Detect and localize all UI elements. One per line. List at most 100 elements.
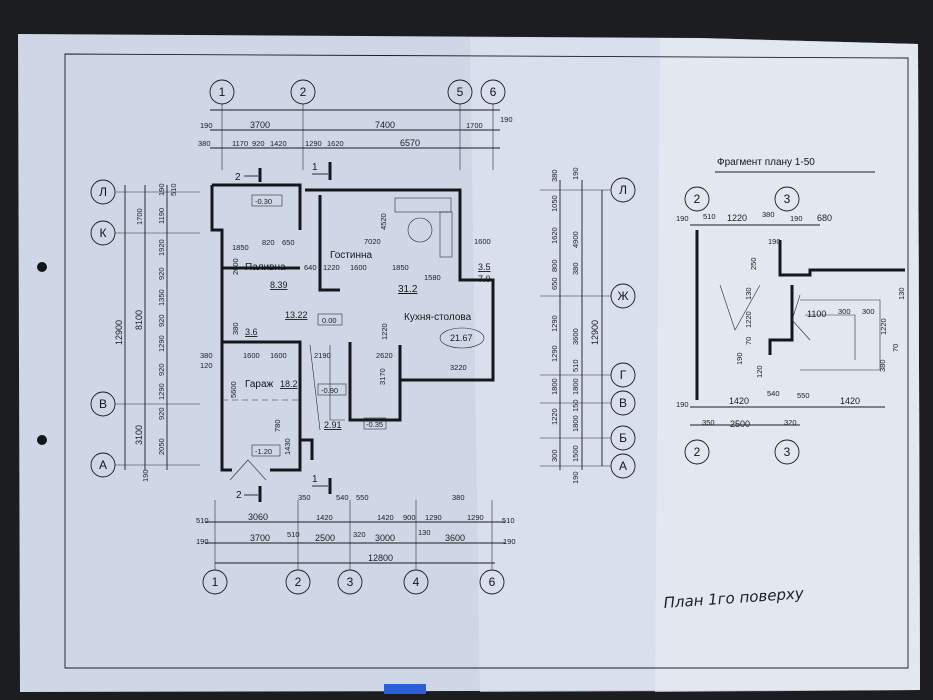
svg-text:920: 920 (157, 407, 166, 420)
svg-text:3000: 3000 (375, 533, 395, 543)
svg-text:3: 3 (347, 575, 354, 589)
svg-text:0.00: 0.00 (322, 316, 337, 325)
svg-text:920: 920 (157, 314, 166, 327)
axis-lines (115, 104, 611, 570)
room-garage-area: 18.2 (280, 379, 298, 389)
room-boiler: Паливна (245, 262, 286, 273)
room-living-area: 31.2 (398, 284, 418, 295)
svg-text:6: 6 (490, 85, 497, 99)
svg-text:1350: 1350 (157, 289, 166, 306)
porch-area: 3.5 (478, 262, 491, 272)
svg-text:1800: 1800 (571, 415, 580, 432)
room-kitchen-area: 21.67 (450, 333, 473, 343)
drawing-frame (64, 53, 909, 669)
svg-text:1600: 1600 (243, 351, 260, 360)
svg-text:380: 380 (550, 169, 559, 182)
svg-text:190: 190 (500, 115, 513, 124)
svg-text:1420: 1420 (270, 139, 287, 148)
svg-text:780: 780 (273, 419, 282, 432)
svg-text:3170: 3170 (378, 368, 387, 385)
svg-text:380: 380 (231, 322, 240, 335)
svg-text:12900: 12900 (114, 320, 124, 345)
svg-text:1420: 1420 (316, 513, 333, 522)
svg-text:В: В (619, 396, 627, 410)
svg-text:5600: 5600 (229, 381, 238, 398)
svg-text:-0.30: -0.30 (255, 197, 272, 206)
svg-text:Б: Б (619, 431, 627, 445)
room-kitchen: Кухня-столова (404, 312, 472, 323)
svg-text:130: 130 (744, 287, 753, 300)
svg-text:1420: 1420 (840, 396, 860, 406)
room-garage: Гараж (245, 379, 274, 390)
svg-text:920: 920 (157, 267, 166, 280)
svg-text:380: 380 (200, 351, 213, 360)
svg-text:2: 2 (295, 575, 302, 589)
svg-text:190: 190 (676, 214, 689, 223)
room-labels: Гостинна 31.2 Паливна 8.39 Кухня-столова… (245, 250, 491, 430)
svg-text:130: 130 (897, 287, 906, 300)
svg-text:300: 300 (838, 307, 851, 316)
svg-text:1290: 1290 (157, 383, 166, 400)
porch-area-2: 7.0 (478, 274, 491, 284)
svg-text:1: 1 (212, 575, 219, 589)
svg-text:2620: 2620 (376, 351, 393, 360)
svg-text:1220: 1220 (380, 323, 389, 340)
svg-text:3: 3 (784, 445, 791, 459)
svg-text:350: 350 (298, 493, 311, 502)
svg-text:1220: 1220 (879, 318, 888, 335)
dimensions-right: 12900 190 4900 380 3600 510 1800 150 180… (550, 167, 603, 484)
svg-text:640: 640 (304, 263, 317, 272)
room-boiler-area: 8.39 (270, 280, 288, 290)
svg-text:1050: 1050 (550, 195, 559, 212)
svg-text:4520: 4520 (379, 213, 388, 230)
svg-text:510: 510 (703, 212, 716, 221)
svg-text:1800: 1800 (550, 378, 559, 395)
svg-text:3600: 3600 (445, 533, 465, 543)
svg-text:1420: 1420 (729, 396, 749, 406)
svg-text:1420: 1420 (377, 513, 394, 522)
fragment-title: Фрагмент плану 1-50 (717, 157, 815, 168)
svg-text:3060: 3060 (248, 512, 268, 522)
svg-text:К: К (100, 226, 107, 240)
blue-tape (384, 684, 426, 694)
svg-text:380: 380 (198, 139, 211, 148)
svg-text:1220: 1220 (727, 213, 747, 223)
room-living: Гостинна (330, 250, 373, 261)
svg-text:70: 70 (744, 337, 753, 345)
svg-text:3600: 3600 (571, 328, 580, 345)
svg-text:1290: 1290 (550, 345, 559, 362)
svg-text:7020: 7020 (364, 237, 381, 246)
svg-text:Ж: Ж (617, 289, 628, 303)
svg-text:1170: 1170 (232, 139, 248, 148)
svg-text:510: 510 (169, 183, 178, 196)
svg-text:900: 900 (403, 513, 416, 522)
svg-text:1850: 1850 (392, 263, 409, 272)
svg-text:540: 540 (767, 389, 780, 398)
section-marks: 2 1 2 1 (235, 162, 332, 502)
svg-text:1: 1 (312, 162, 318, 173)
svg-text:1: 1 (219, 85, 226, 99)
paper-fold-far-right (655, 38, 920, 692)
svg-text:1100: 1100 (807, 309, 826, 319)
svg-text:190: 190 (196, 537, 209, 546)
room-dimensions: 1850 820 650 2600 640 1220 1600 1850 702… (200, 213, 491, 455)
svg-text:190: 190 (790, 214, 803, 223)
svg-text:1850: 1850 (232, 243, 249, 252)
svg-text:1290: 1290 (157, 335, 166, 352)
building-walls (210, 183, 495, 481)
svg-text:1700: 1700 (135, 208, 144, 225)
svg-text:1700: 1700 (466, 121, 483, 130)
svg-text:190: 190 (571, 471, 580, 484)
svg-text:2050: 2050 (157, 438, 166, 455)
svg-text:380: 380 (571, 262, 580, 275)
svg-text:320: 320 (353, 530, 366, 539)
svg-text:510: 510 (196, 516, 209, 525)
svg-text:190: 190 (571, 167, 580, 180)
svg-text:1: 1 (312, 474, 318, 485)
svg-text:300: 300 (862, 307, 875, 316)
room-storage-area: 3.6 (245, 327, 258, 337)
svg-text:550: 550 (356, 493, 369, 502)
svg-text:300: 300 (550, 449, 559, 462)
svg-text:550: 550 (797, 391, 810, 400)
dimensions-top: 190 3700 7400 1700 190 380 1170 920 1420… (198, 109, 513, 149)
